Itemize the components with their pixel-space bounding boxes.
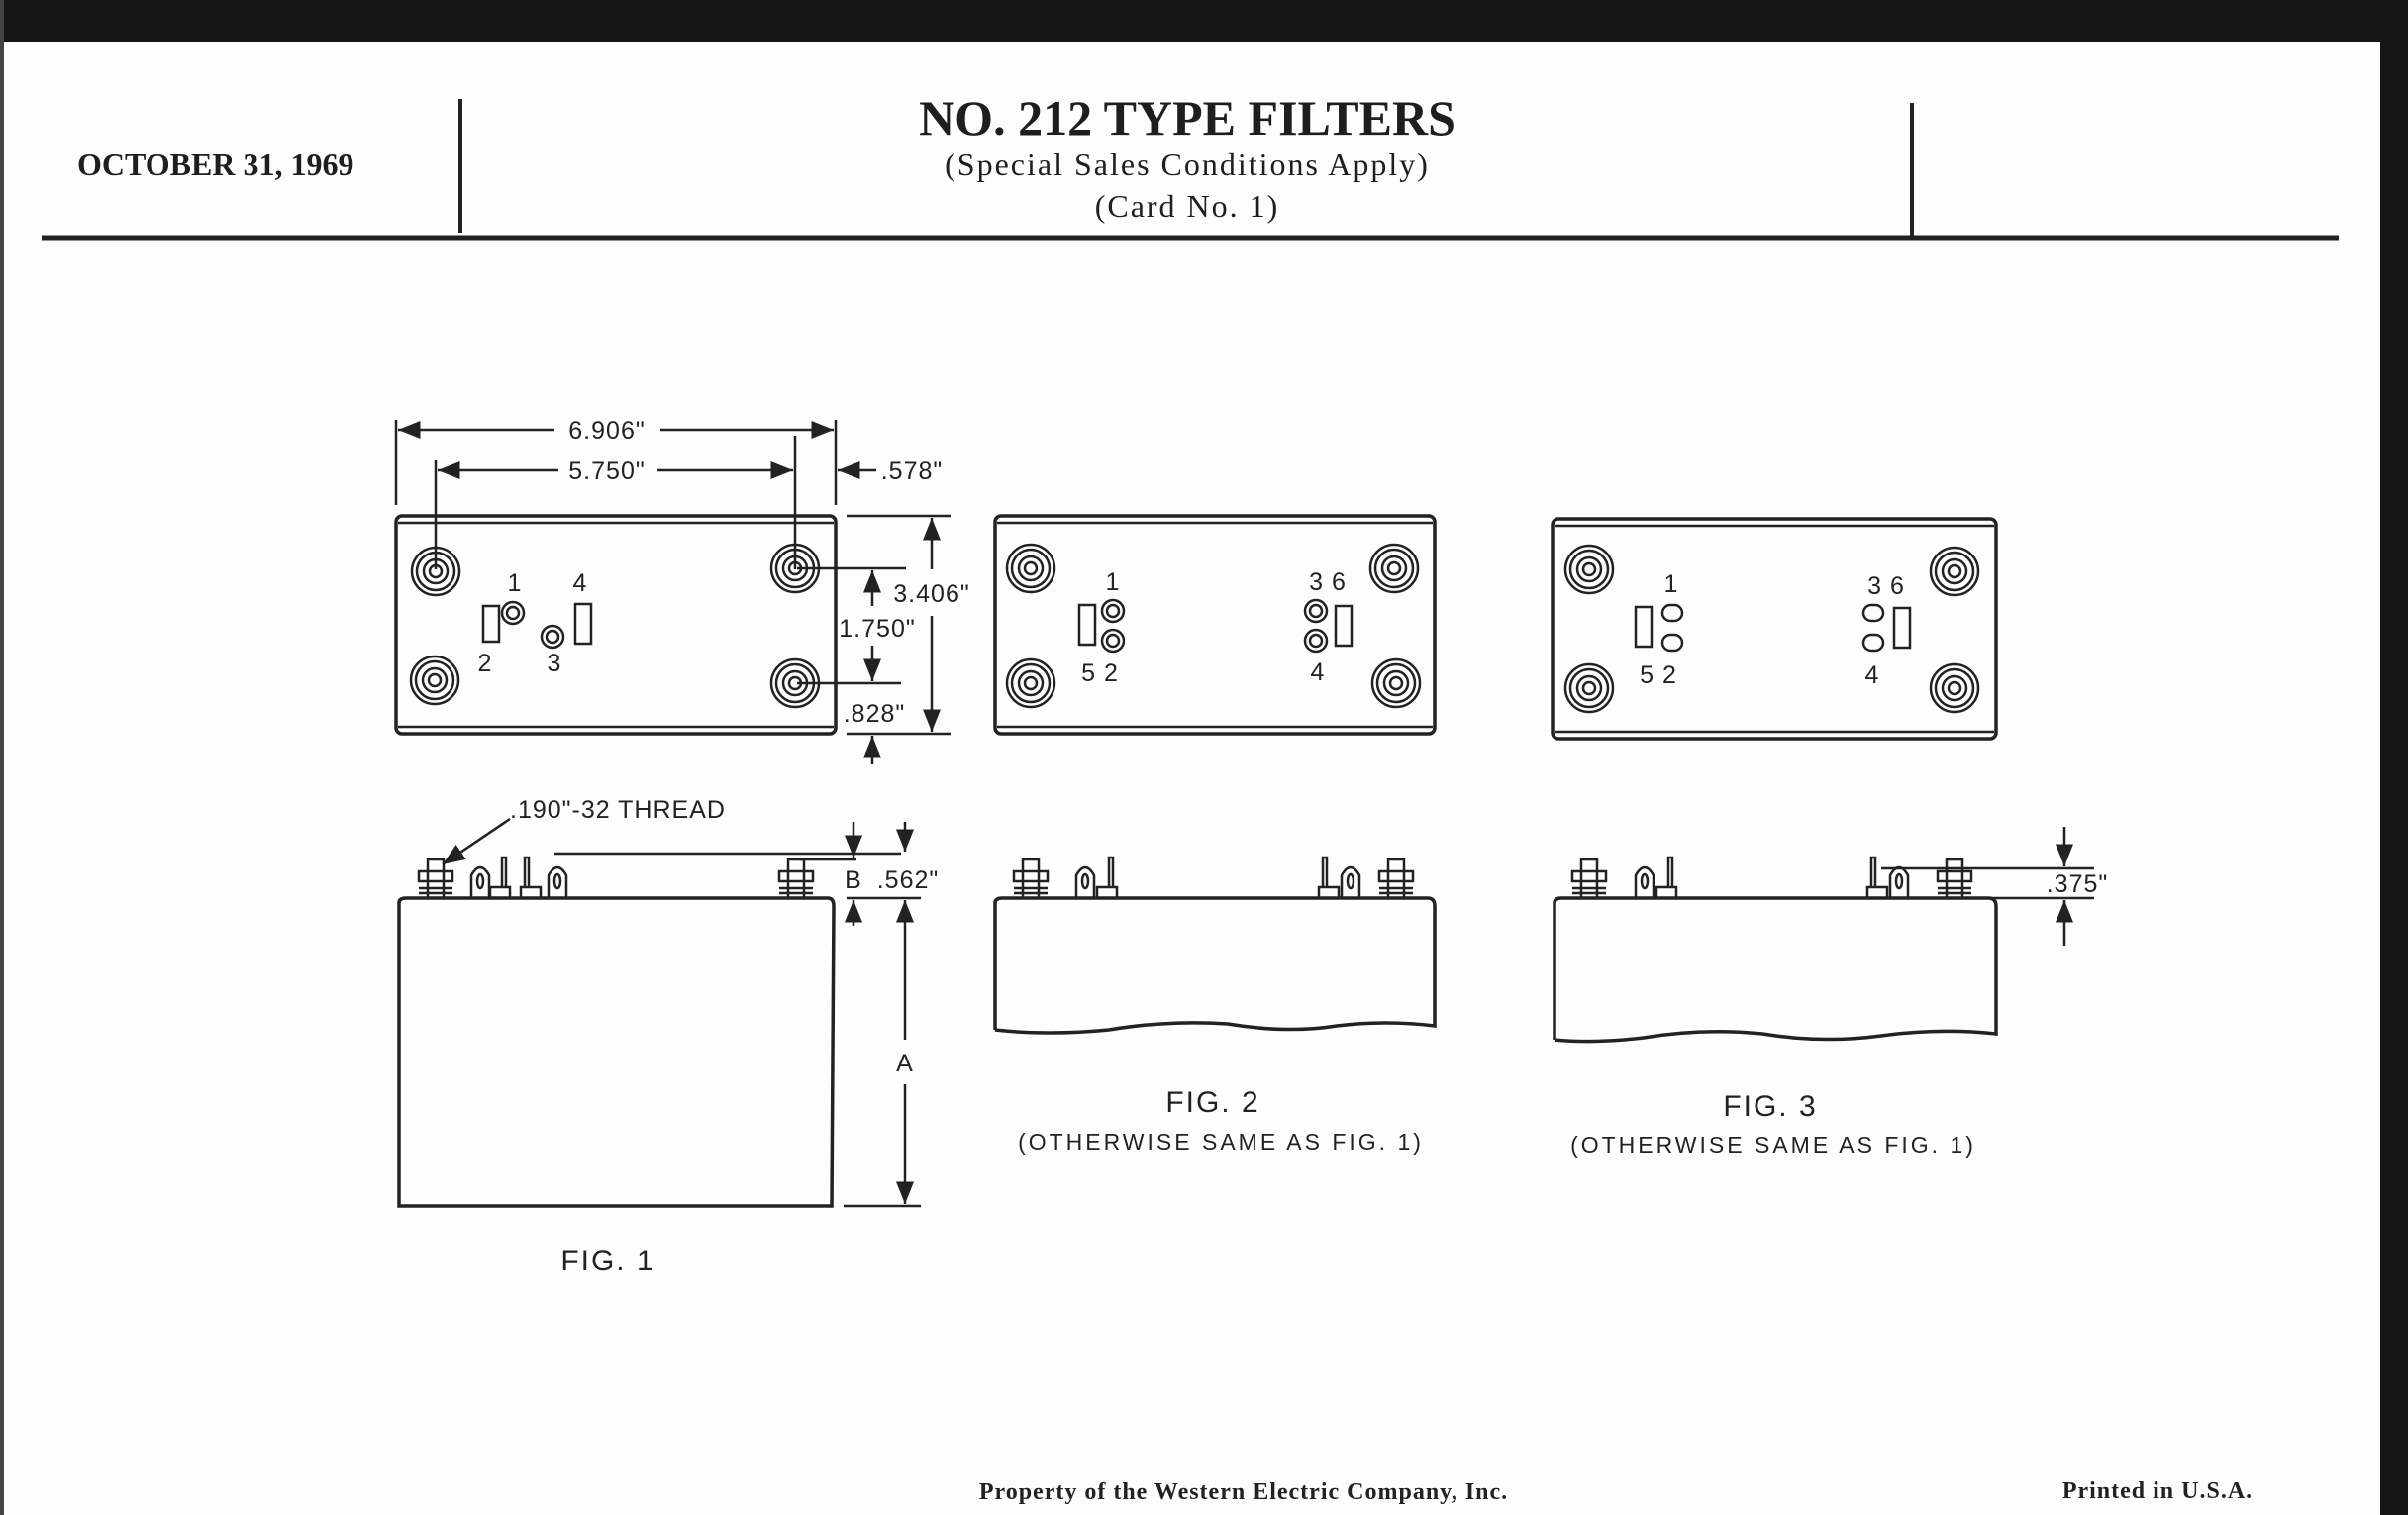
fig2-side-view [993, 856, 1437, 1035]
fig1-side-view: .190"-32 THREAD B .562" A [397, 796, 940, 1208]
fig2-label: FIG. 2 [1165, 1086, 1259, 1119]
pin-label-3-6: 3 6 [1867, 572, 1905, 600]
terminal-tab [1655, 856, 1678, 900]
dim-stud-height: .562" [877, 866, 940, 894]
pin-label-3: 3 [548, 650, 562, 677]
dim-terminal-height: .375" [2047, 870, 2109, 898]
fig2-note: (OTHERWISE SAME AS FIG. 1) [1018, 1129, 1424, 1155]
pin-label-5-2: 5 2 [1640, 661, 1677, 689]
scan-border-right [2380, 0, 2408, 1515]
page-title: NO. 212 TYPE FILTERS [919, 90, 1455, 146]
terminal-tab [488, 856, 512, 900]
solder-lug [1634, 865, 1656, 898]
stud-side [777, 858, 815, 900]
fig1-dimensions: 6.906" 5.750" .578" 3.406" 1.750" .828" [394, 417, 969, 764]
pin-label-2: 2 [478, 650, 493, 677]
pin-label-4: 4 [573, 569, 588, 597]
pin-label-3-6: 3 6 [1309, 568, 1347, 596]
terminal-tab [1317, 856, 1341, 900]
page-subtitle: (Special Sales Conditions Apply) [945, 147, 1430, 182]
mounting-stud [1005, 657, 1056, 709]
dim-end-offset: .578" [881, 457, 944, 485]
mounting-stud [409, 655, 460, 706]
fig3-note: (OTHERWISE SAME AS FIG. 1) [1570, 1132, 1976, 1158]
terminal-tab [1095, 856, 1119, 900]
scan-border-left [0, 0, 4, 1515]
dim-width: 3.406" [893, 580, 969, 608]
dim-edge-offset: .828" [844, 700, 906, 728]
mounting-stud [1370, 657, 1422, 709]
fig3-top-view: 1 5 2 3 6 4 [1551, 517, 1998, 741]
mounting-stud [1563, 544, 1615, 595]
dim-stud-row-spacing: 1.750" [839, 615, 915, 643]
mounting-stud [1368, 543, 1420, 594]
footer-printed: Printed in U.S.A. [2062, 1478, 2253, 1504]
dim-stud-spacing: 5.750" [568, 457, 645, 485]
dim-b-label: B [845, 866, 862, 894]
solder-lug [1340, 865, 1361, 898]
fig3-side-view: .375" [1553, 827, 2109, 1044]
mounting-stud [1005, 543, 1056, 594]
card-number: (Card No. 1) [1095, 188, 1280, 224]
fig3-label: FIG. 3 [1723, 1090, 1817, 1123]
pin-label-5-2: 5 2 [1081, 659, 1119, 687]
dim-overall-length: 6.906" [568, 417, 645, 445]
pin-label-1: 1 [1664, 570, 1679, 598]
mounting-stud [1929, 546, 1980, 597]
stud-side [1377, 858, 1415, 900]
fig1-label: FIG. 1 [560, 1245, 654, 1277]
pin-label-1: 1 [508, 569, 523, 597]
solder-lug [1074, 865, 1096, 898]
stud-side [417, 858, 454, 900]
terminal-tab [1865, 856, 1889, 900]
solder-lug [469, 865, 491, 898]
dim-thread: .190"-32 THREAD [510, 796, 726, 824]
footer-property: Property of the Western Electric Company… [979, 1479, 1508, 1505]
terminal-tab [519, 856, 543, 900]
mounting-stud [1563, 662, 1615, 714]
fig2-top-view: 1 5 2 3 6 4 [993, 514, 1437, 736]
pin-label-1: 1 [1106, 568, 1121, 596]
stud-side [1012, 858, 1050, 900]
mounting-stud [1929, 662, 1980, 714]
dim-a-label: A [896, 1050, 914, 1077]
issue-date: OCTOBER 31, 1969 [77, 147, 353, 182]
pin-label-4: 4 [1311, 658, 1326, 686]
solder-lug [547, 865, 568, 898]
scan-border-top [0, 0, 2408, 42]
pin-label-4: 4 [1865, 661, 1880, 689]
stud-side [1936, 858, 1973, 900]
fig1-top-view: 1 4 2 3 [394, 514, 838, 736]
stud-side [1570, 858, 1608, 900]
solder-lug [1888, 865, 1910, 898]
